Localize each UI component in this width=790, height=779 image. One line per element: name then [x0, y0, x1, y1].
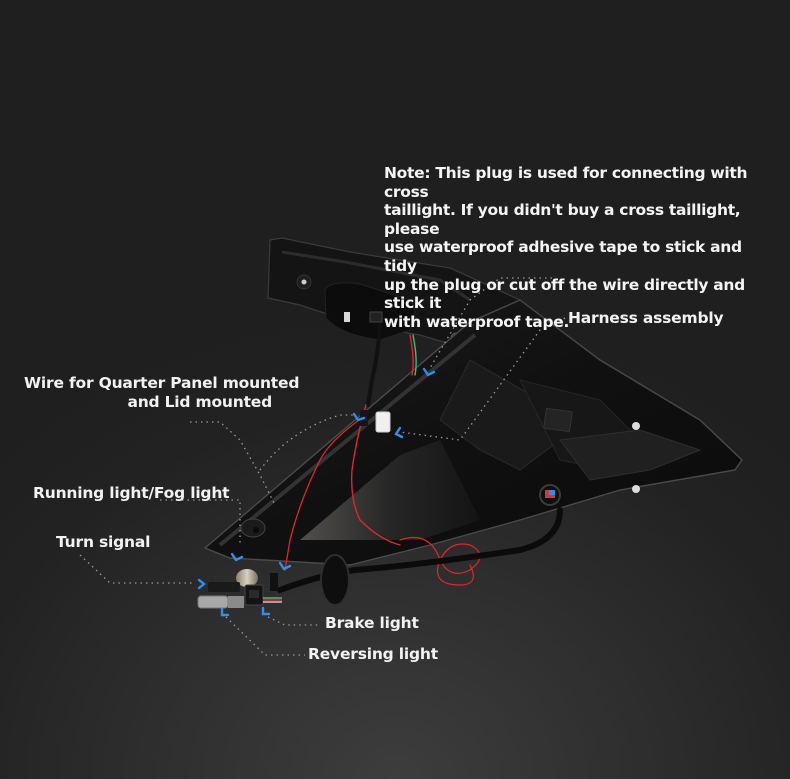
- label-running-fog-light: Running light/Fog light: [33, 484, 230, 502]
- marker-brake-top: [278, 561, 292, 571]
- marker-plug-left: [352, 412, 366, 422]
- label-reversing-light: Reversing light: [308, 645, 438, 663]
- label-wire-quarter-line2: and Lid mounted: [127, 393, 272, 411]
- connector-cluster: [197, 569, 282, 609]
- marker-running-light: [230, 552, 244, 562]
- marker-turn-signal: [197, 578, 206, 590]
- label-turn-signal: Turn signal: [56, 533, 151, 551]
- label-wire-quarter-line1: Wire for Quarter Panel mounted: [24, 374, 300, 392]
- marker-reversing: [220, 607, 230, 617]
- callout-markers: [197, 367, 436, 617]
- wiring-harness: [277, 323, 563, 606]
- marker-plug-right: [394, 426, 404, 439]
- label-harness-assembly: Harness assembly: [568, 309, 724, 327]
- marker-brake: [261, 606, 271, 616]
- note-text: Note: This plug is used for connecting w…: [384, 164, 748, 331]
- label-brake-light: Brake light: [325, 614, 419, 632]
- housing-main-body: [203, 299, 743, 566]
- label-wire-quarter-panel: Wire for Quarter Panel mounted and Lid m…: [24, 374, 300, 412]
- leader-lines: [79, 277, 566, 656]
- marker-harness: [422, 367, 436, 377]
